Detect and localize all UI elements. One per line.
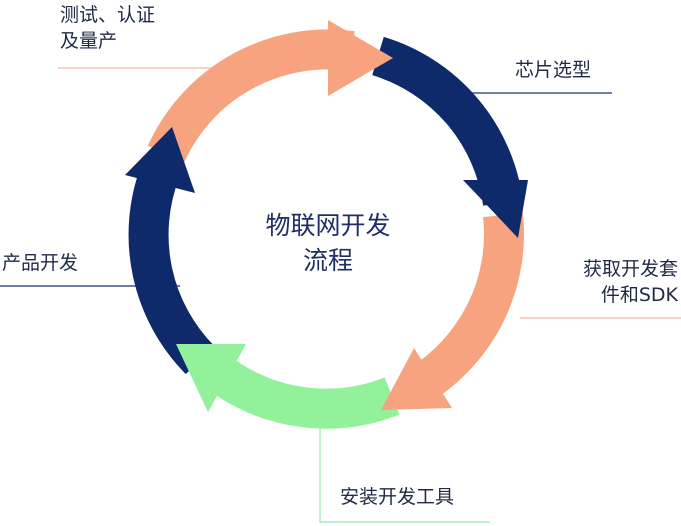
arc-green-bottom (205, 355, 400, 429)
arc-salmon-top (147, 29, 355, 163)
center-title-line1: 物联网开发 (265, 211, 391, 240)
step-test-label: 测试、认证 及量产 (60, 2, 155, 54)
center-title-line2: 流程 (302, 246, 353, 275)
arrowhead-salmon-bottomright (381, 348, 452, 410)
arc-navy-left (128, 164, 215, 375)
step-test-line1: 测试、认证 (60, 4, 156, 26)
step-tools-label: 安装开发工具 (340, 486, 455, 508)
arc-salmon-bottomright (409, 212, 524, 402)
step-test-line2: 及量产 (60, 30, 118, 52)
arc-navy-right (371, 36, 523, 207)
step-sdk-line1: 获取开发套 (582, 258, 678, 280)
step-sdk-label: 获取开发套 件和SDK (560, 256, 678, 308)
arrowhead-salmon-top (328, 20, 393, 96)
arrowhead-navy-left (125, 127, 195, 193)
arrowhead-navy-right (463, 180, 528, 238)
step-sdk-line2: 件和SDK (600, 284, 678, 306)
arrowhead-green-bottom (176, 344, 246, 412)
step-chip-label: 芯片选型 (515, 59, 592, 81)
center-title: 物联网开发 流程 (228, 208, 428, 278)
step-product-label: 产品开发 (2, 252, 79, 274)
leader-tools (319, 410, 490, 523)
